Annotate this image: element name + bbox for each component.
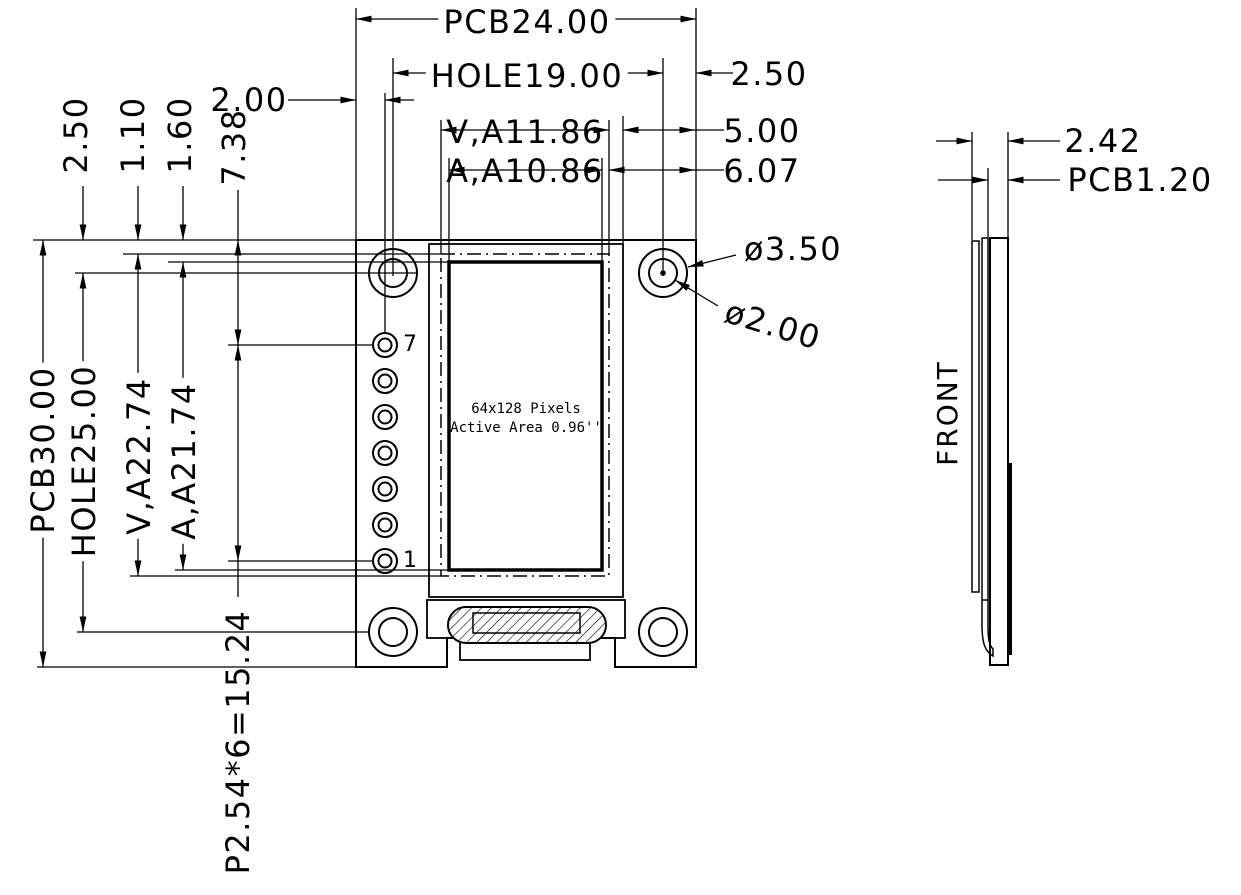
dim-hole-outer-dia: ø3.50 xyxy=(743,230,843,268)
side-back-component xyxy=(1008,463,1012,655)
side-pcb xyxy=(989,237,1009,666)
active-area-outline xyxy=(447,260,604,572)
dim-aa-width: A,A10.86 xyxy=(446,152,604,190)
dim-total-thickness: 2.42 xyxy=(1064,122,1142,160)
pin-label-7: 7 xyxy=(403,332,417,357)
dim-aa-top-gap: 1.60 xyxy=(161,96,199,174)
dim-aa-height: A,A21.74 xyxy=(165,378,203,544)
side-fpc-hook xyxy=(981,600,994,658)
dim-va-height: V,A22.74 xyxy=(120,373,158,539)
dim-va-top-gap: 1.10 xyxy=(114,96,152,174)
display-spec-line2: Active Area 0.96'' xyxy=(450,420,602,436)
display-spec-line1: 64x128 Pixels xyxy=(471,401,581,417)
mounting-hole-bottom-left xyxy=(368,607,418,657)
dimension-lines xyxy=(39,15,737,667)
extension-lines xyxy=(33,8,697,668)
dim-pin-top-offset: 7.38 xyxy=(215,108,253,186)
dim-display-edge-gap: 5.00 xyxy=(723,112,801,150)
pin-holes xyxy=(372,332,398,574)
dim-hole-spacing-h: HOLE19.00 xyxy=(425,60,629,92)
side-glass-mid-layer xyxy=(981,237,989,601)
dim-pin-col-offset: 2.00 xyxy=(210,81,288,119)
dim-pin-pitch: P2.54*6=15.24 xyxy=(219,609,257,875)
dim-visible-edge-gap: 6.07 xyxy=(723,152,801,190)
side-view-front-label: FRONT xyxy=(931,360,964,466)
fpc-connector-hatched xyxy=(447,606,607,644)
dim-pcb-thickness: PCB1.20 xyxy=(1067,161,1213,199)
pcb-outline xyxy=(355,239,697,668)
pin-label-1: 1 xyxy=(403,548,417,573)
dim-top-margin: 2.50 xyxy=(57,96,95,174)
mounting-hole-bottom-right xyxy=(638,607,688,657)
visible-area-outline xyxy=(440,253,610,577)
display-glass-outline xyxy=(428,243,624,598)
fpc-connector-inner xyxy=(472,612,581,634)
dim-hole-spacing-v: HOLE25.00 xyxy=(65,360,103,562)
front-view xyxy=(355,239,697,668)
dim-pcb-width: PCB24.00 xyxy=(438,6,616,38)
side-glass-front-layer xyxy=(971,240,980,593)
side-view xyxy=(936,132,1060,666)
dim-pcb-height: PCB30.00 xyxy=(24,362,62,538)
dim-va-width: V,A11.86 xyxy=(446,113,604,151)
dim-corner-offset: 2.50 xyxy=(730,55,808,93)
